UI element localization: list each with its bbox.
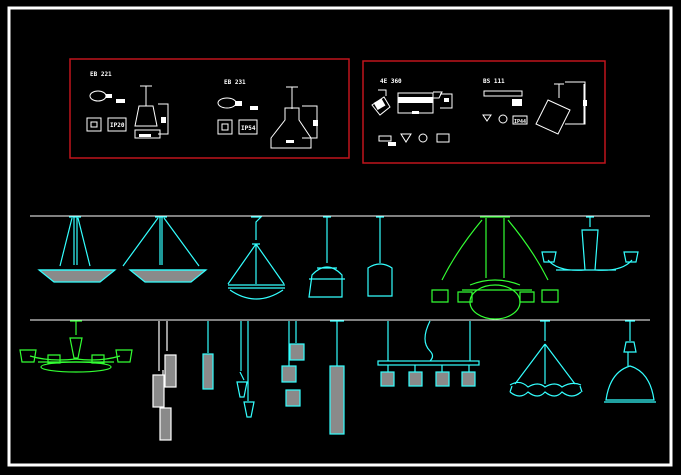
drawing-frame: [7, 6, 673, 467]
cube-pendant-cluster: [281, 321, 305, 407]
candle-chandelier: [431, 216, 559, 320]
green-arm-chandelier: [19, 320, 133, 373]
linear-bar-pendant: [377, 320, 480, 387]
bell-pendant-lamp: [604, 320, 656, 403]
ip-rating: IP54: [241, 125, 256, 132]
model-label: BS 111: [483, 78, 505, 85]
model-label: EB 221: [90, 71, 112, 78]
bowl-pendant-lamp: [37, 216, 117, 283]
cone-pendant-pair: [236, 321, 255, 418]
cylinder-pendant-lamp: [202, 321, 214, 390]
cube-pendant-cluster: [152, 321, 177, 441]
ip-rating: IP44: [514, 119, 526, 125]
spec-panel-1: EB 221 IP20 EB 231 IP54: [69, 58, 350, 159]
model-label: 4E 360: [380, 78, 402, 85]
wavy-ring-chandelier: [509, 320, 583, 397]
bowl-pendant-lamp: [122, 216, 208, 283]
model-label: EB 231: [224, 79, 246, 86]
cylinder-pendant-lamp: [367, 216, 393, 297]
tall-cylinder-pendant: [329, 320, 345, 435]
ring-chandelier: [227, 216, 285, 300]
spec-panel-2: 4E 360 BS 111 IP44: [362, 60, 606, 164]
glass-arm-chandelier: [541, 216, 639, 271]
ip-rating: IP20: [110, 122, 125, 129]
dome-pendant-lamp: [308, 216, 345, 298]
